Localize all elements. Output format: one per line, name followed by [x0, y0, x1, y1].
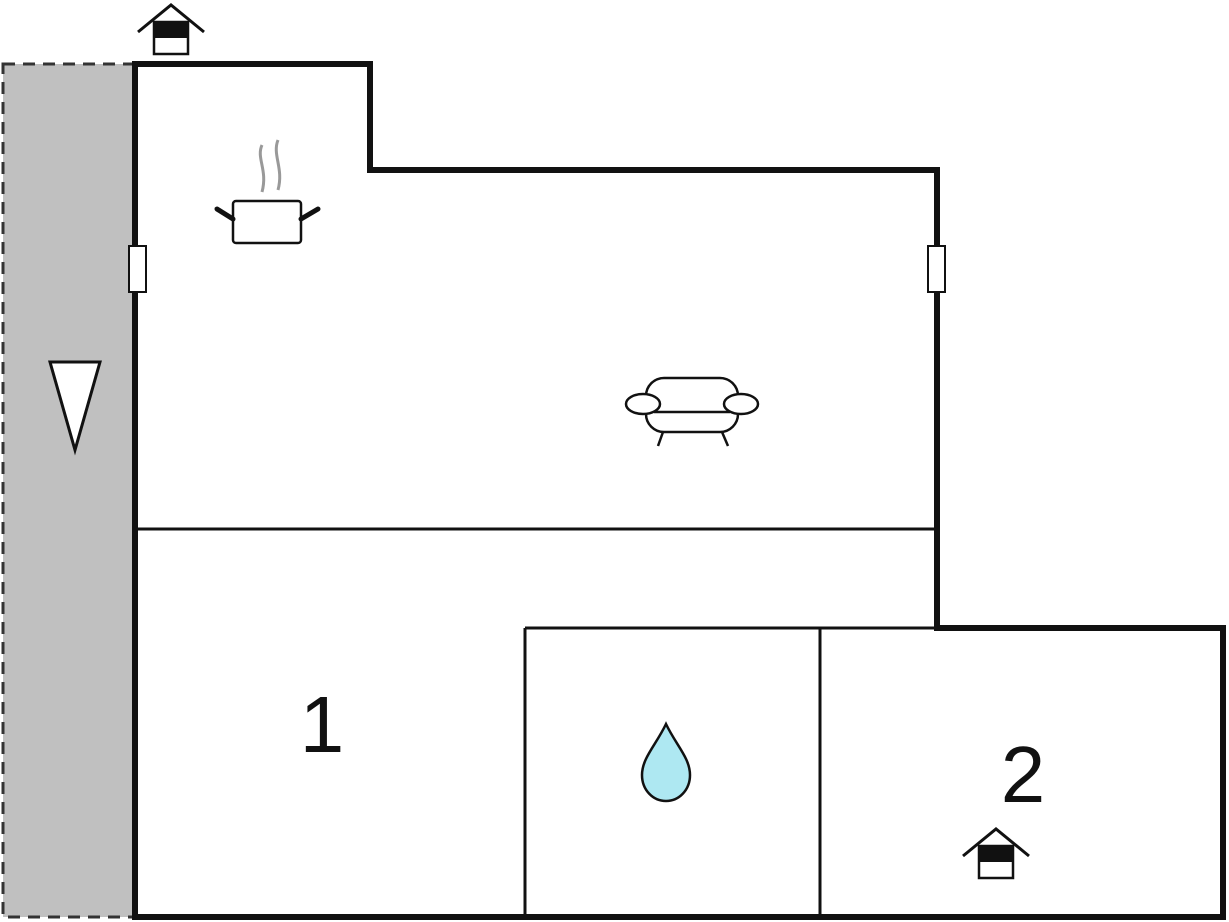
room-label-bedroom-2: 2 — [1001, 730, 1046, 819]
cooking-pot-icon — [214, 139, 321, 245]
house-entrance-icon — [962, 827, 1030, 880]
north-arrow-icon — [48, 360, 102, 456]
room-label-bedroom-1: 1 — [300, 680, 345, 769]
water-drop-icon — [640, 721, 692, 803]
window-icon — [927, 245, 946, 293]
terrace-area — [1, 62, 137, 919]
window-icon — [128, 245, 147, 293]
sofa-icon — [624, 376, 760, 447]
house-entrance-icon — [137, 3, 205, 56]
